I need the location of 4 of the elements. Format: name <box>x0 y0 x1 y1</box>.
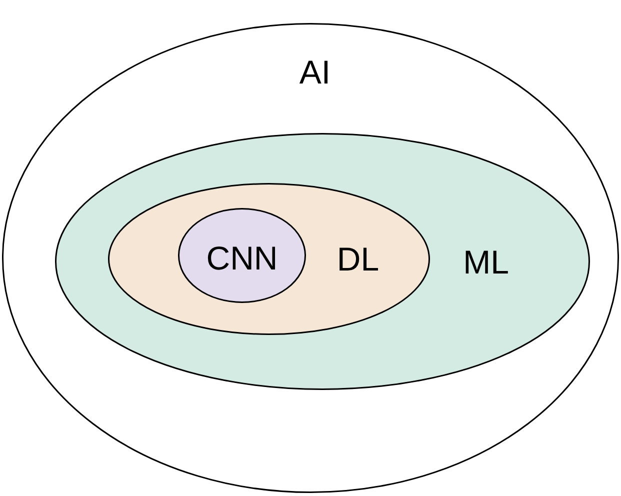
set-label: ML <box>463 246 509 278</box>
set-label: AI <box>299 56 331 88</box>
set-label: DL <box>336 242 380 276</box>
set-label: CNN <box>206 242 278 274</box>
